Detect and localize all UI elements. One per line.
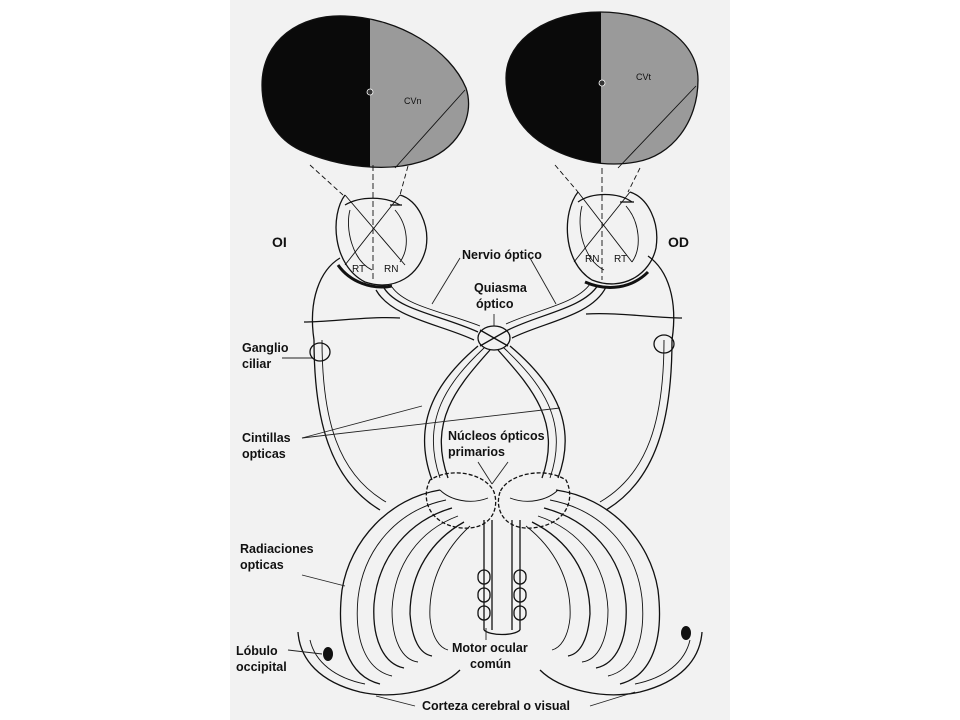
right-eye xyxy=(566,191,658,289)
label-radiaciones-1: Radiaciones xyxy=(240,542,314,556)
label-cvn: CVn xyxy=(404,96,422,106)
label-quiasma-2: óptico xyxy=(476,297,514,311)
left-fixation-point xyxy=(366,88,374,96)
label-motor-1: Motor ocular xyxy=(452,641,528,655)
leader-lines xyxy=(282,257,636,707)
label-od: OD xyxy=(668,234,689,250)
label-radiaciones-2: opticas xyxy=(240,558,284,572)
label-cintillas-2: opticas xyxy=(242,447,286,461)
left-ciliary-ganglion xyxy=(309,342,331,362)
primary-optic-nuclei xyxy=(425,472,571,529)
label-lobulo-2: occipital xyxy=(236,660,287,674)
label-lobulo-1: Lóbulo xyxy=(236,644,278,658)
label-rt-left: RT xyxy=(352,264,365,275)
label-rn-right: RN xyxy=(585,254,599,265)
projection-lines xyxy=(309,164,641,280)
label-nucleos-2: primarios xyxy=(448,445,505,459)
left-visual-field: CVn xyxy=(261,15,470,169)
label-ganglio-1: Ganglio xyxy=(242,341,289,355)
label-motor-2: común xyxy=(470,657,511,671)
left-eye xyxy=(335,194,428,289)
label-nervio-optico: Nervio óptico xyxy=(462,248,542,262)
label-rt-right: RT xyxy=(614,254,627,265)
occipital-cortex xyxy=(297,626,703,696)
right-fixation-point xyxy=(598,79,606,87)
label-quiasma-1: Quiasma xyxy=(474,281,528,295)
left-occipital-spot xyxy=(323,647,333,661)
optic-radiations-left xyxy=(339,489,471,685)
oculomotor-nucleus xyxy=(477,520,527,636)
label-cvt: CVt xyxy=(636,72,652,82)
right-ciliary-ganglion xyxy=(653,334,675,354)
label-oi: OI xyxy=(272,234,287,250)
right-occipital-spot xyxy=(681,626,691,640)
label-ganglio-2: ciliar xyxy=(242,357,271,371)
optic-radiations-right xyxy=(525,489,661,685)
label-rn-left: RN xyxy=(384,264,398,275)
label-nucleos-1: Núcleos ópticos xyxy=(448,429,545,443)
optic-nerves xyxy=(375,283,607,341)
optic-tracts xyxy=(423,345,566,481)
label-corteza: Corteza cerebral o visual xyxy=(422,699,570,713)
ciliary-pathways xyxy=(303,255,683,511)
label-cintillas-1: Cintillas xyxy=(242,431,291,445)
